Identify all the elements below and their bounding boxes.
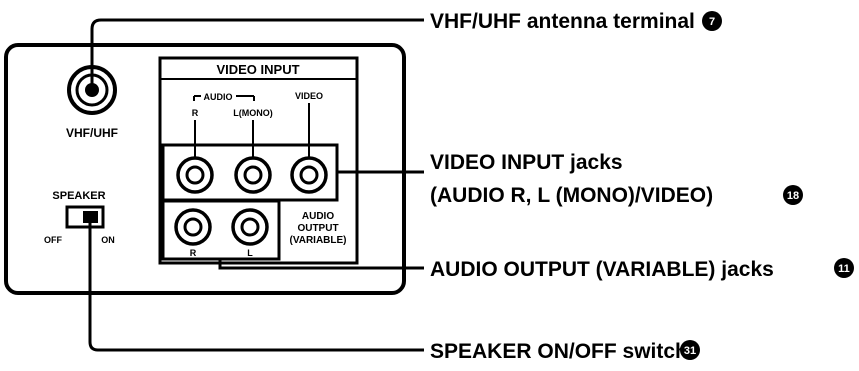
jack-audio-l-mono xyxy=(234,156,272,194)
antenna-callout-badge-number: 7 xyxy=(709,16,715,28)
antenna-label: VHF/UHF xyxy=(66,126,118,140)
video-input-callout-badge xyxy=(783,185,803,205)
speaker-callout-badge xyxy=(680,340,700,360)
audio-bracket-label: AUDIO xyxy=(204,92,233,102)
speaker-switch-knob xyxy=(83,211,98,223)
jack-l-mono-label: L(MONO) xyxy=(233,108,273,118)
jack-out-r xyxy=(174,208,212,246)
rear-panel xyxy=(4,43,406,295)
video-input-block xyxy=(158,56,359,265)
out-l-label: L xyxy=(247,248,253,258)
speaker-leader xyxy=(88,218,424,352)
jack-video-label: VIDEO xyxy=(295,91,323,101)
speaker-off-label: OFF xyxy=(44,235,62,245)
speaker-switch xyxy=(65,205,105,229)
audio-output-label-2: OUTPUT xyxy=(297,223,338,234)
jack-r-label: R xyxy=(192,108,199,118)
video-input-callout-badge-number: 18 xyxy=(787,190,799,202)
video-input-callout-line1: VIDEO INPUT jacks xyxy=(430,151,623,174)
audio-bracket xyxy=(193,95,255,101)
jack-out-l xyxy=(231,208,269,246)
audio-output-label-1: AUDIO xyxy=(302,211,334,222)
antenna-leader xyxy=(90,18,424,90)
speaker-callout-badge-number: 31 xyxy=(684,345,696,357)
audio-output-callout: AUDIO OUTPUT (VARIABLE) jacks xyxy=(430,258,774,281)
out-r-label: R xyxy=(190,248,197,258)
jack-video xyxy=(290,156,328,194)
audio-output-callout-badge xyxy=(834,258,854,278)
audio-output-label-3: (VARIABLE) xyxy=(289,235,346,246)
antenna-callout-badge xyxy=(702,11,722,31)
antenna-callout: VHF/UHF antenna terminal xyxy=(430,10,695,33)
speaker-label: SPEAKER xyxy=(52,190,105,202)
video-input-header: VIDEO INPUT xyxy=(216,62,299,77)
audio-output-jacks-box xyxy=(161,199,281,261)
audio-output-callout-badge-number: 11 xyxy=(838,263,850,275)
speaker-on-label: ON xyxy=(101,235,115,245)
jack-audio-r xyxy=(176,156,214,194)
speaker-callout: SPEAKER ON/OFF switch xyxy=(430,340,688,363)
video-input-callout-line2: (AUDIO R, L (MONO)/VIDEO) xyxy=(430,184,713,207)
audio-output-leader xyxy=(218,259,424,270)
